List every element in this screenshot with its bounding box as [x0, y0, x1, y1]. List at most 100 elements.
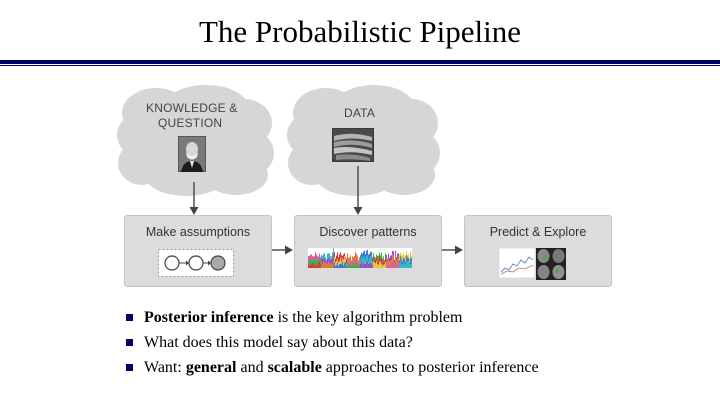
- pattern-bar-segment: [361, 252, 362, 257]
- pattern-bar-segment: [343, 265, 344, 268]
- pattern-bar-segment: [341, 255, 342, 262]
- pattern-bar-segment: [385, 258, 386, 263]
- slide-title: The Probabilistic Pipeline: [198, 14, 521, 49]
- pattern-bar-segment: [400, 256, 401, 262]
- pattern-bar-segment: [333, 248, 334, 255]
- pattern-bar-segment: [381, 257, 382, 264]
- pattern-bar-segment: [315, 265, 316, 268]
- pattern-bar-segment: [410, 251, 411, 258]
- pattern-bar-segment: [336, 255, 337, 261]
- pattern-bar-segment: [396, 260, 397, 265]
- pattern-bar-segment: [398, 256, 399, 263]
- pattern-bar-segment: [311, 254, 312, 261]
- pattern-bar-segment: [356, 257, 357, 263]
- pattern-bar-segment: [352, 262, 353, 268]
- pattern-bar-segment: [309, 260, 310, 265]
- pattern-bar-segment: [330, 256, 331, 260]
- pattern-bar-segment: [361, 256, 362, 262]
- pattern-bar-segment: [367, 255, 368, 262]
- pattern-bar-segment: [325, 260, 326, 263]
- pattern-bar-segment: [329, 259, 330, 264]
- pattern-bar-segment: [332, 252, 333, 259]
- pattern-bar-segment: [354, 255, 355, 261]
- pattern-bar-segment: [351, 265, 352, 268]
- pattern-bar-segment: [340, 263, 341, 268]
- pattern-bar-segment: [376, 254, 377, 257]
- pattern-bar-segment: [313, 259, 314, 265]
- pattern-bar-segment: [327, 253, 328, 259]
- pattern-bar-segment: [356, 253, 357, 258]
- pattern-bar-segment: [360, 255, 361, 260]
- pattern-bar-segment: [370, 256, 371, 263]
- pattern-bar-segment: [380, 255, 381, 259]
- pattern-bar-segment: [313, 256, 314, 260]
- pattern-bar-segment: [355, 262, 356, 268]
- pattern-bar-segment: [354, 265, 355, 268]
- pattern-bar-segment: [363, 251, 364, 257]
- pattern-bar-segment: [409, 258, 410, 263]
- pattern-bar-segment: [327, 258, 328, 264]
- title-rule-thin: [0, 65, 720, 66]
- pattern-bar-segment: [309, 256, 310, 261]
- pattern-bar-segment: [319, 256, 320, 262]
- pattern-bar-segment: [334, 252, 335, 258]
- pattern-bar-segment: [367, 249, 368, 256]
- pattern-bar-segment: [330, 259, 331, 264]
- pattern-bar-segment: [322, 255, 323, 259]
- pattern-bar-segment: [369, 257, 370, 264]
- pattern-bar-segment: [388, 265, 389, 268]
- pattern-bar-segment: [408, 257, 409, 262]
- pattern-bar-segment: [324, 258, 325, 263]
- pattern-bar-segment: [377, 264, 378, 268]
- brain-scan-images: [536, 248, 566, 280]
- pattern-bar-segment: [353, 265, 354, 268]
- pattern-bar-segment: [329, 263, 330, 268]
- pattern-bar-segment: [399, 263, 400, 268]
- pattern-bar-segment: [396, 264, 397, 268]
- pattern-bar-segment: [339, 261, 340, 264]
- pattern-bar-segment: [320, 263, 321, 268]
- pattern-bar-segment: [358, 263, 359, 266]
- pattern-bar-segment: [373, 255, 374, 262]
- pattern-bar-segment: [334, 257, 335, 263]
- pattern-bar-segment: [345, 261, 346, 268]
- pattern-bar-segment: [382, 265, 383, 268]
- pattern-bar-segment: [371, 257, 372, 264]
- pattern-bar-segment: [389, 257, 390, 262]
- arrow-knowledge-to-assumptions: [189, 182, 199, 215]
- pattern-bar-segment: [395, 257, 396, 263]
- pattern-bar-segment: [322, 258, 323, 266]
- pattern-bar-segment: [392, 254, 393, 262]
- bullet-item: Want: general and scalable approaches to…: [126, 357, 706, 382]
- pattern-bar-segment: [342, 256, 343, 259]
- pattern-bar-segment: [331, 264, 332, 268]
- pattern-bar-segment: [405, 254, 406, 262]
- pattern-bar-segment: [374, 256, 375, 260]
- pattern-bar-segment: [308, 256, 309, 259]
- data-cloud-label: DATA: [344, 106, 376, 120]
- pattern-bar-segment: [345, 259, 346, 262]
- pattern-bar-segment: [345, 256, 346, 260]
- bullet-pre: Want:: [144, 359, 186, 376]
- pattern-bar-segment: [351, 262, 352, 266]
- pattern-bar-segment: [338, 262, 339, 266]
- pattern-bar-segment: [403, 262, 404, 268]
- pattern-bar-segment: [349, 263, 350, 268]
- pattern-bar-segment: [377, 261, 378, 265]
- pattern-bar-segment: [321, 262, 322, 268]
- pattern-bar-segment: [409, 264, 410, 268]
- pattern-bar-segment: [379, 261, 380, 268]
- pattern-bar-segment: [362, 258, 363, 266]
- title-rule-thick: [0, 60, 720, 64]
- pattern-bar-segment: [328, 257, 329, 262]
- pattern-bar-segment: [370, 251, 371, 257]
- pattern-bar-segment: [332, 258, 333, 265]
- pattern-bar-segment: [343, 254, 344, 260]
- pattern-bar-segment: [401, 259, 402, 265]
- pattern-bar-segment: [317, 265, 318, 268]
- pattern-bar-segment: [382, 262, 383, 266]
- pattern-bar-segment: [326, 263, 327, 268]
- bullet-post: approaches to posterior inference: [321, 359, 539, 376]
- discover-patterns-label: Discover patterns: [319, 225, 417, 239]
- make-assumptions-label: Make assumptions: [145, 225, 251, 239]
